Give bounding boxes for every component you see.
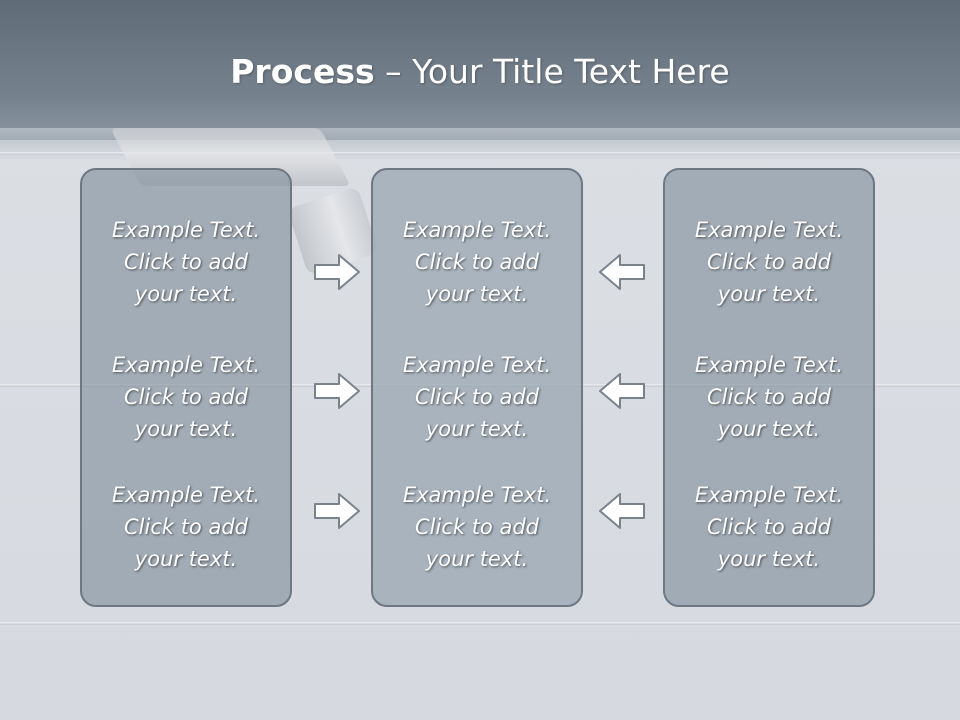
process-box-right[interactable]: Example Text. Click to add your text. Ex… xyxy=(663,168,875,607)
text-line: your text. xyxy=(134,417,238,441)
text-line: Click to add xyxy=(123,385,248,409)
text-line: Click to add xyxy=(414,515,539,539)
text-line: your text. xyxy=(134,282,238,306)
text-line: Example Text. xyxy=(402,218,552,242)
text-line: Click to add xyxy=(706,385,831,409)
text-line: your text. xyxy=(425,547,529,571)
text-line: Click to add xyxy=(123,250,248,274)
text-line: Click to add xyxy=(706,250,831,274)
background-stripe xyxy=(0,152,960,155)
process-text-item[interactable]: Example Text. Click to add your text. xyxy=(82,349,290,445)
text-line: Click to add xyxy=(123,515,248,539)
process-text-item[interactable]: Example Text. Click to add your text. xyxy=(373,214,581,310)
process-text-item[interactable]: Example Text. Click to add your text. xyxy=(82,214,290,310)
arrow-left-icon[interactable] xyxy=(598,252,646,292)
title-banner xyxy=(0,0,960,140)
process-text-item[interactable]: Example Text. Click to add your text. xyxy=(373,349,581,445)
text-line: Example Text. xyxy=(111,353,261,377)
process-text-item[interactable]: Example Text. Click to add your text. xyxy=(665,349,873,445)
arrow-left-icon[interactable] xyxy=(598,371,646,411)
slide-title[interactable]: Process – Your Title Text Here xyxy=(0,52,960,91)
text-line: Example Text. xyxy=(694,353,844,377)
text-line: Example Text. xyxy=(402,353,552,377)
text-line: Example Text. xyxy=(402,483,552,507)
text-line: your text. xyxy=(717,282,821,306)
text-line: Click to add xyxy=(414,250,539,274)
process-text-item[interactable]: Example Text. Click to add your text. xyxy=(373,479,581,575)
text-line: your text. xyxy=(717,417,821,441)
arrow-left-icon[interactable] xyxy=(598,491,646,531)
text-line: Click to add xyxy=(706,515,831,539)
arrow-right-icon[interactable] xyxy=(313,371,361,411)
text-line: Example Text. xyxy=(111,218,261,242)
title-rest-part: – Your Title Text Here xyxy=(374,52,730,91)
process-box-left[interactable]: Example Text. Click to add your text. Ex… xyxy=(80,168,292,607)
text-line: your text. xyxy=(134,547,238,571)
text-line: Click to add xyxy=(414,385,539,409)
arrow-right-icon[interactable] xyxy=(313,252,361,292)
text-line: Example Text. xyxy=(694,218,844,242)
title-bold-part: Process xyxy=(230,52,375,91)
text-line: your text. xyxy=(717,547,821,571)
background-stripe xyxy=(0,622,960,625)
text-line: Example Text. xyxy=(694,483,844,507)
arrow-right-icon[interactable] xyxy=(313,491,361,531)
process-text-item[interactable]: Example Text. Click to add your text. xyxy=(665,214,873,310)
process-text-item[interactable]: Example Text. Click to add your text. xyxy=(665,479,873,575)
text-line: your text. xyxy=(425,417,529,441)
text-line: your text. xyxy=(425,282,529,306)
process-box-center[interactable]: Example Text. Click to add your text. Ex… xyxy=(371,168,583,607)
text-line: Example Text. xyxy=(111,483,261,507)
process-text-item[interactable]: Example Text. Click to add your text. xyxy=(82,479,290,575)
